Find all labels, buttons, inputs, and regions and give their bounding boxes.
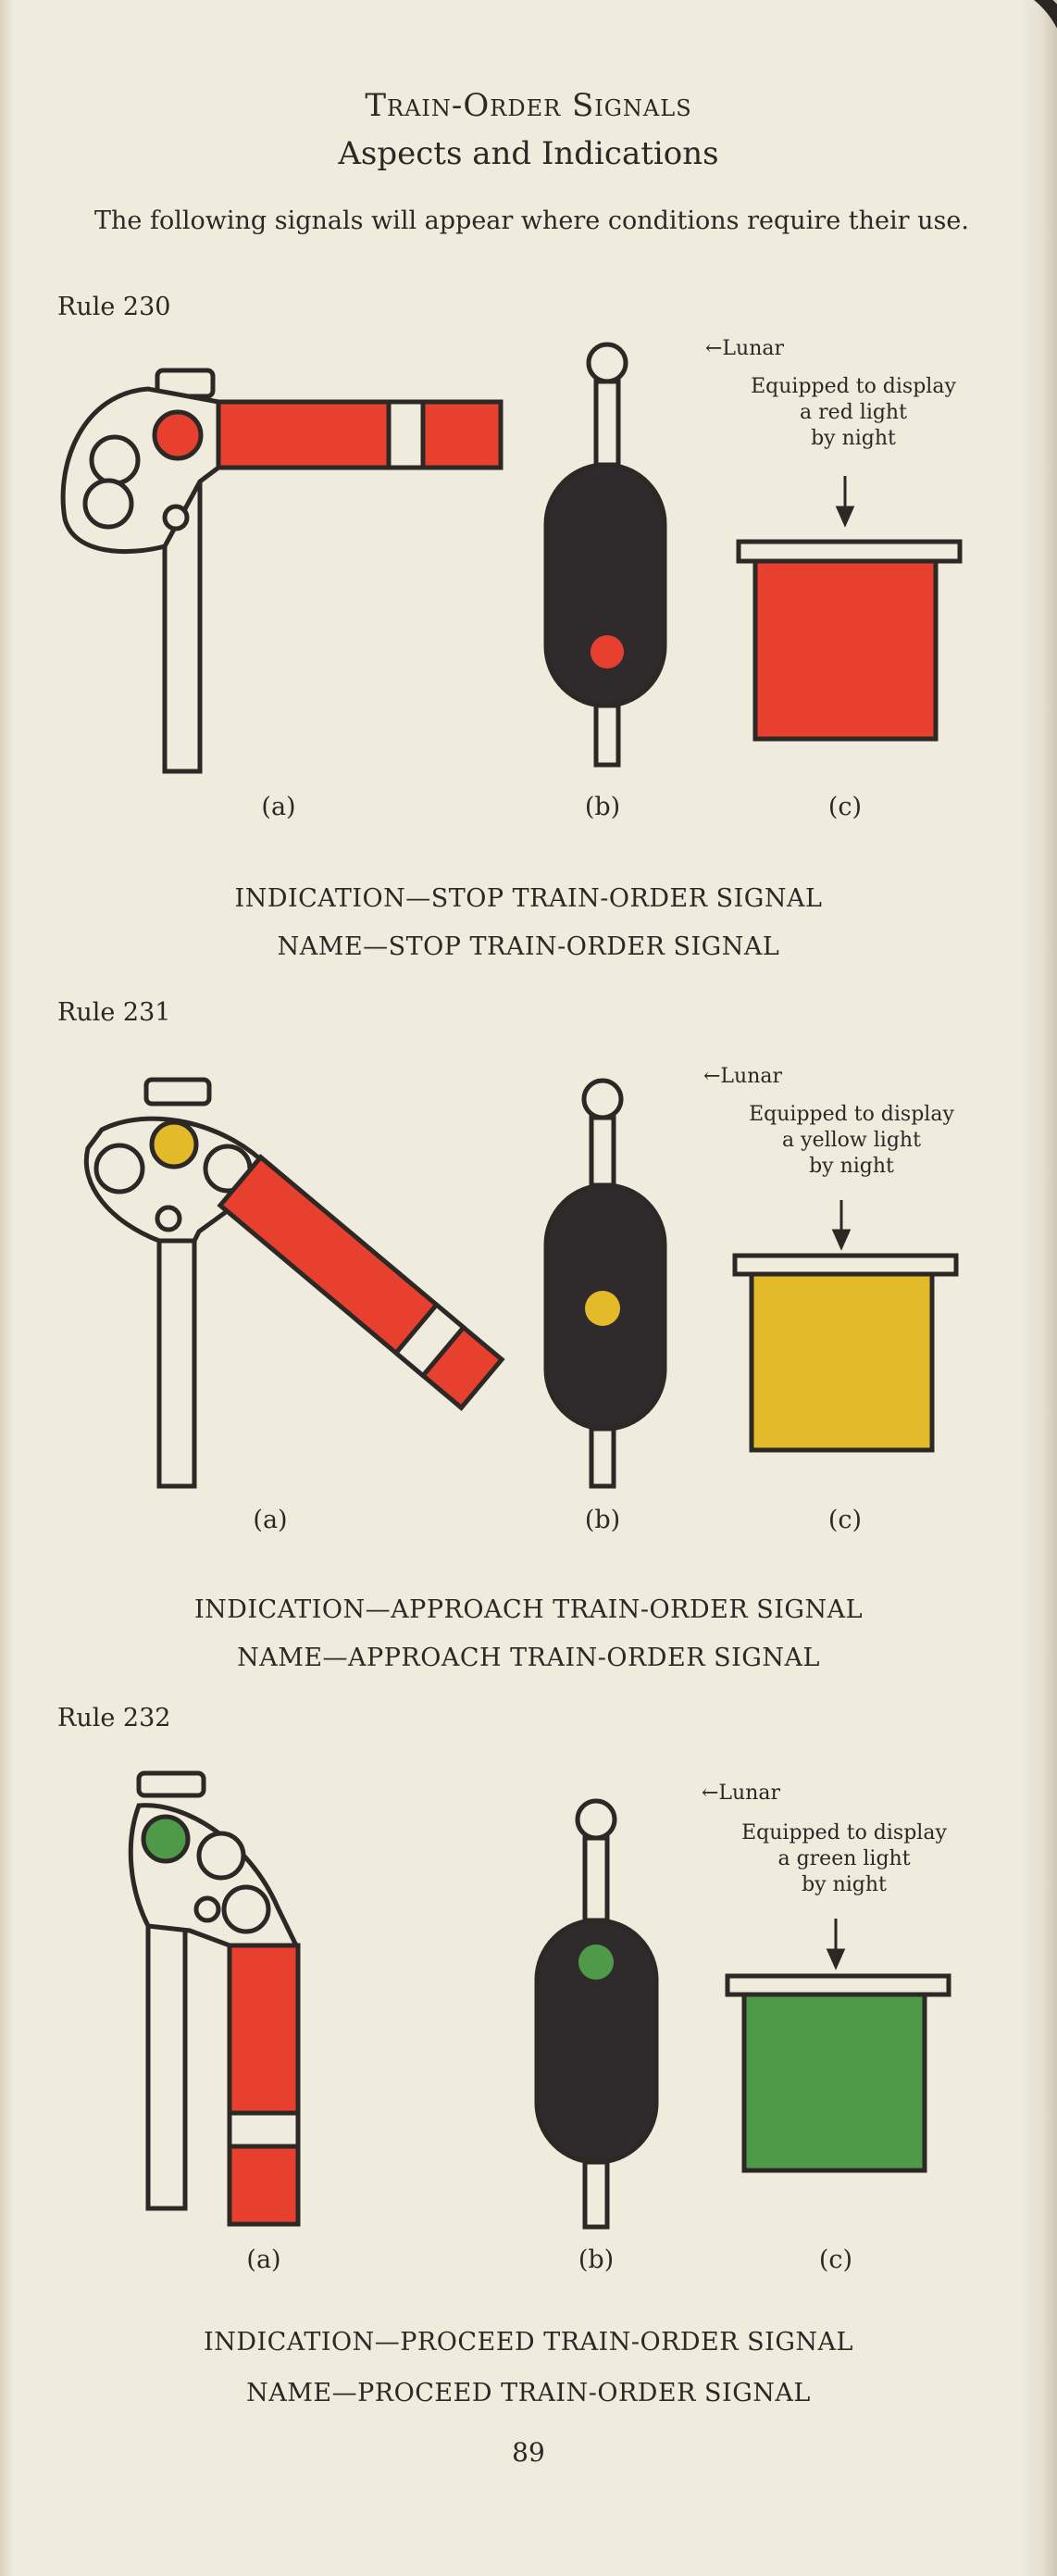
clear-lens (82, 478, 134, 530)
lunar-label: ←Lunar (703, 1065, 783, 1088)
post-cap (136, 1770, 206, 1798)
name-text: NAME—PROCEED TRAIN-ORDER SIGNAL (246, 2379, 811, 2407)
red-lens (152, 409, 204, 461)
name-text: NAME—STOP TRAIN-ORDER SIGNAL (277, 932, 780, 961)
arrow-icon (835, 476, 855, 528)
page-number: 89 (512, 2437, 545, 2468)
semaphore-stop (60, 368, 504, 774)
yellow-lamp-lens (585, 1291, 620, 1326)
lamp (534, 1798, 659, 2230)
red-lamp-lens (591, 635, 624, 669)
rule-231-heading: Rule 231 (57, 998, 171, 1027)
page-gutter-shade (0, 0, 13, 2576)
arrow-icon (826, 1919, 846, 1970)
blade (216, 399, 504, 470)
green-panel (741, 1992, 927, 2173)
label-c: (c) (827, 793, 863, 821)
lunar-label: ←Lunar (702, 1782, 781, 1805)
lamp-body (543, 462, 667, 708)
page-edge (1020, 0, 1057, 2576)
post-cap (143, 1077, 212, 1107)
semaphore-proceed (128, 1770, 301, 2227)
label-c: (c) (818, 2245, 853, 2274)
lunar-label: ←Lunar (705, 337, 785, 360)
pivot (193, 1895, 221, 1923)
rule-232-figure (128, 1770, 951, 2230)
lamp-base (593, 703, 621, 768)
label-b: (b) (584, 793, 621, 821)
lamp-ring (586, 342, 628, 384)
lamp-stem (593, 379, 621, 468)
label-a: (a) (253, 1506, 288, 1534)
green-lens (141, 1814, 191, 1864)
yellow-lens (149, 1119, 199, 1169)
label-c: (c) (827, 1506, 863, 1534)
label-b: (b) (578, 2245, 615, 2274)
blade (227, 1943, 301, 2227)
label-a: (a) (246, 2245, 281, 2274)
pivot (162, 504, 190, 531)
rule-231-figure (83, 1077, 959, 1489)
page-title: Train-Order Signals (365, 87, 692, 124)
intro-paragraph: The following signals will appear where … (94, 206, 969, 235)
rule-230-figure (60, 342, 963, 774)
indication-text: INDICATION—PROCEED TRAIN-ORDER SIGNAL (204, 2328, 853, 2357)
arrow-icon (831, 1200, 852, 1251)
label-b: (b) (584, 1506, 621, 1534)
indication-text: INDICATION—APPROACH TRAIN-ORDER SIGNAL (193, 1595, 864, 1624)
indication-text: INDICATION—STOP TRAIN-ORDER SIGNAL (234, 884, 823, 913)
clear-lens (93, 1143, 145, 1194)
blade (217, 1154, 505, 1411)
rule-230-heading: Rule 230 (57, 293, 171, 321)
clear-lens (196, 1831, 246, 1881)
signal-post (156, 1238, 197, 1489)
label-a: (a) (261, 793, 296, 821)
green-lamp-lens (578, 1945, 614, 1980)
lamp-lens-panel (732, 1253, 959, 1453)
lamp (543, 1078, 667, 1489)
pivot (155, 1205, 182, 1232)
blade-white-band (392, 1301, 467, 1380)
rule-232-heading: Rule 232 (57, 1704, 171, 1732)
blade-white-band (227, 2110, 301, 2149)
lamp (543, 342, 667, 768)
page-subtitle: Aspects and Indications (338, 135, 719, 172)
clear-lens (221, 1884, 271, 1934)
name-text: NAME—APPROACH TRAIN-ORDER SIGNAL (237, 1644, 820, 1672)
signal-post (145, 1923, 188, 2211)
lamp-lens-panel (736, 539, 963, 742)
clear-lens (89, 434, 141, 486)
blade-white-band (386, 399, 426, 470)
red-panel (752, 558, 939, 742)
lamp-lens-panel (725, 1973, 951, 2173)
yellow-panel (749, 1271, 935, 1453)
semaphore-approach (83, 1077, 505, 1489)
